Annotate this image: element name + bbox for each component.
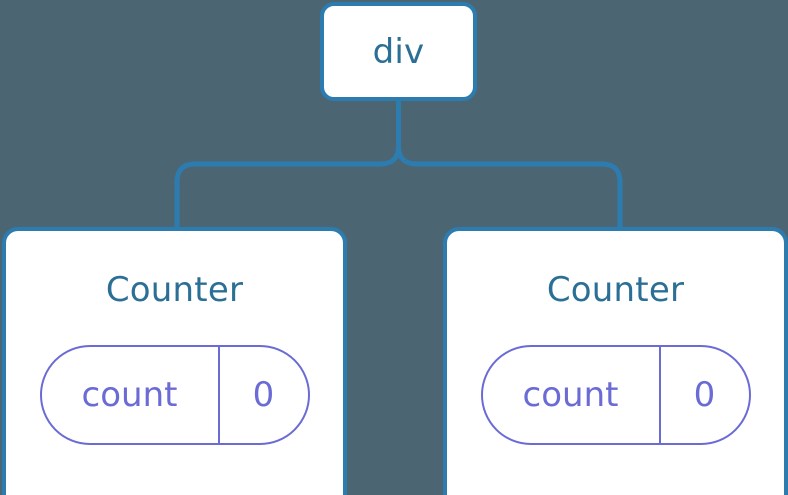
node-counter-right-title: Counter: [546, 270, 685, 310]
state-key-right: count: [483, 347, 661, 443]
state-key-left: count: [42, 347, 220, 443]
node-counter-left-title: Counter: [105, 270, 244, 310]
connector-right-branch: [396, 101, 623, 229]
state-pill-left[interactable]: count 0: [39, 345, 310, 445]
node-counter-right[interactable]: Counter count 0: [443, 227, 788, 495]
node-div-label: div: [372, 31, 425, 72]
node-div[interactable]: div: [320, 2, 477, 101]
node-counter-left[interactable]: Counter count 0: [2, 227, 347, 495]
state-value-left: 0: [252, 375, 275, 415]
state-pill-right[interactable]: count 0: [480, 345, 751, 445]
state-value-right: 0: [693, 375, 716, 415]
connector-left-branch: [174, 101, 401, 229]
